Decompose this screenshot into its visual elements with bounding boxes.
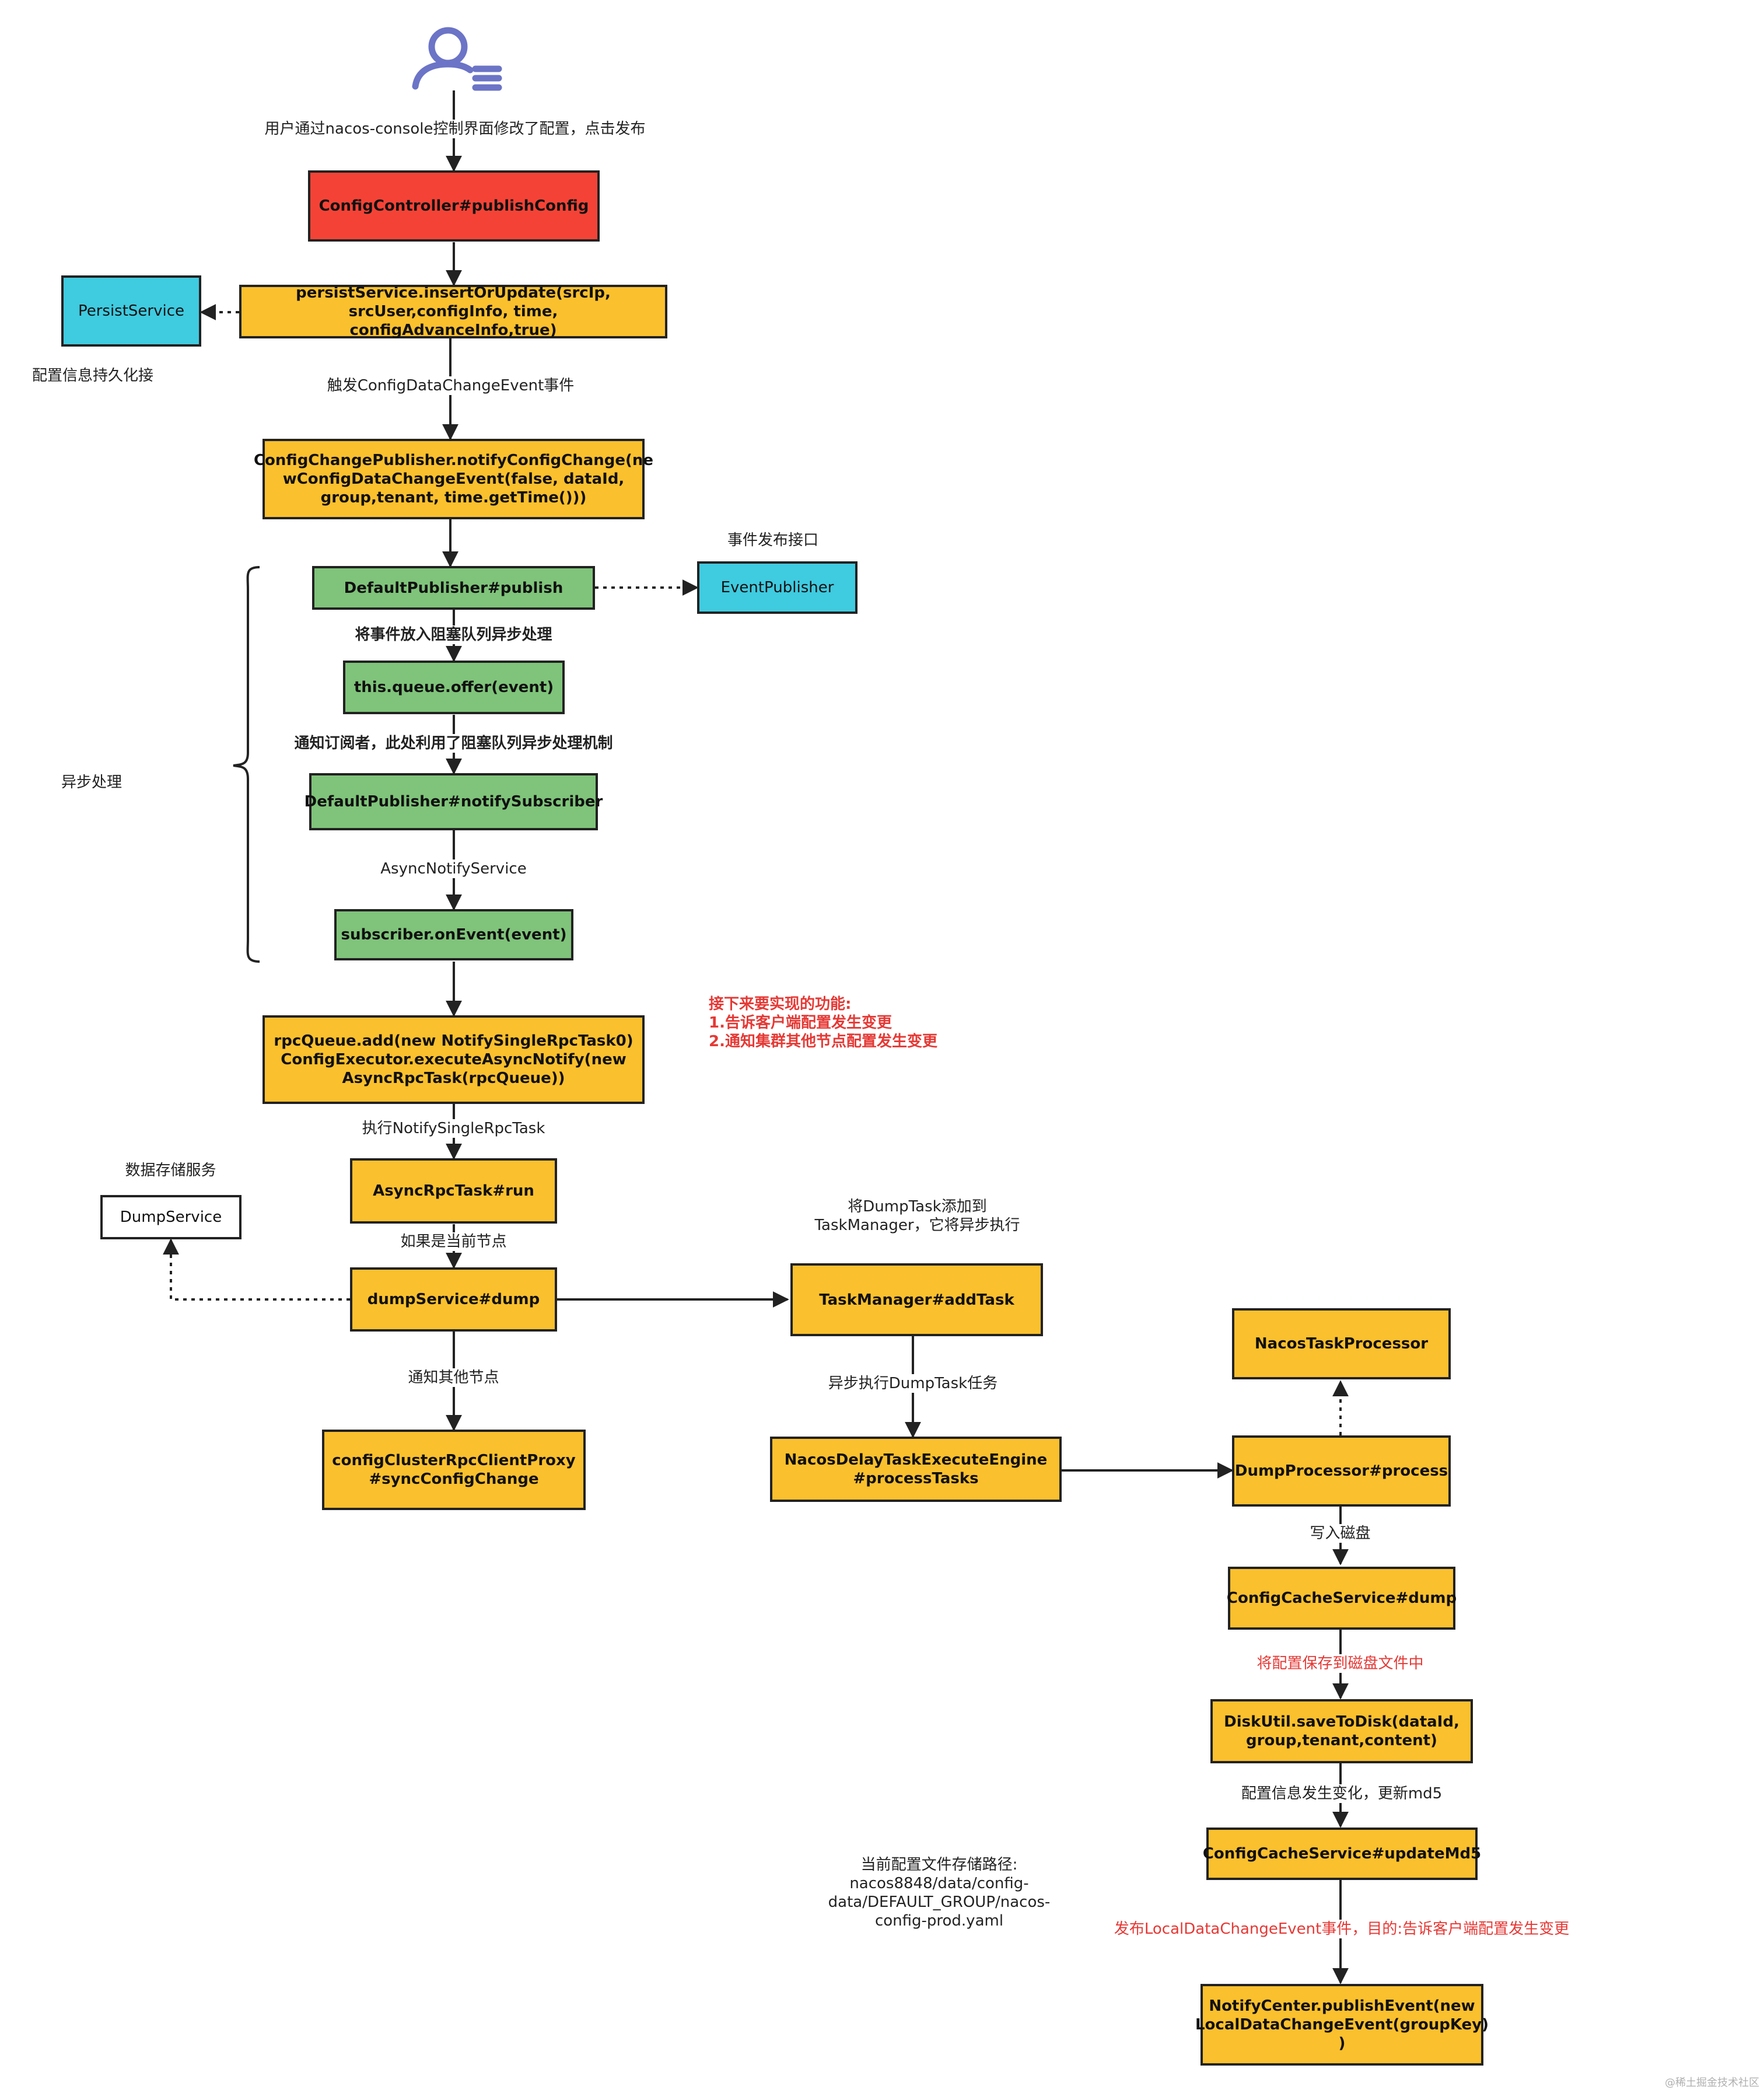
label-if-current-node: 如果是当前节点 [388,1232,519,1251]
label-md5-update: 配置信息发生变化，更新md5 [1234,1784,1450,1803]
label-save-to-disk-file: 将配置保存到磁盘文件中 [1245,1654,1435,1673]
label-event-interface: 事件发布接口 [727,532,818,549]
label-user-action: 用户通过nacos-console控制界面修改了配置，点击发布 [257,120,653,138]
insert-or-update-node: persistService.insertOrUpdate(srcIp, src… [239,284,667,339]
label-notify-other-nodes: 通知其他节点 [397,1368,510,1387]
user-list-icon [402,23,508,93]
async-brace [233,566,260,963]
label-notify-subscribers: 通知订阅者，此处利用了阻塞队列异步处理机制 [274,734,633,753]
nacos-task-processor-node: NacosTaskProcessor [1232,1308,1451,1379]
label-persist-note: 配置信息持久化接 [32,367,154,385]
publish-config-node: ConfigController#publishConfig [308,170,600,242]
rpc-queue-add-node: rpcQueue.add(new NotifySingleRpcTask0) C… [262,1015,645,1104]
persist-service-node: PersistService [61,275,201,347]
event-publisher-node: EventPublisher [697,561,858,614]
label-publish-local-event: 发布LocalDataChangeEvent事件，目的:告诉客户端配置发生变更 [1108,1920,1575,1938]
task-manager-add-node: TaskManager#addTask [790,1263,1043,1336]
on-event-node: subscriber.onEvent(event) [334,909,573,960]
delay-engine-node: NacosDelayTaskExecuteEngine #processTask… [770,1437,1062,1502]
save-to-disk-node: DiskUtil.saveToDisk(dataId, group,tenant… [1210,1699,1473,1763]
dump-processor-node: DumpProcessor#process [1232,1435,1451,1507]
label-exec-notify-task: 执行NotifySingleRpcTask [359,1119,548,1138]
dump-service-node: DumpService [100,1195,242,1239]
label-queue-async: 将事件放入阻塞队列异步处理 [327,626,580,644]
queue-offer-node: this.queue.offer(event) [343,661,565,714]
notify-config-change-node: ConfigChangePublisher.notifyConfigChange… [254,439,653,519]
label-async-notify-service: AsyncNotifyService [373,859,534,878]
update-md5-node: ConfigCacheService#updateMd5 [1203,1828,1481,1880]
cluster-proxy-node: configClusterRpcClientProxy #syncConfigC… [322,1430,586,1510]
label-add-dump-task: 将DumpTask添加到 TaskManager，它将异步执行 [814,1198,1020,1234]
label-storage-path: 当前配置文件存储路径: nacos8848/data/config- data/… [828,1856,1051,1930]
notify-center-node: NotifyCenter.publishEvent(new LocalDataC… [1195,1984,1489,2066]
dump-service-dump-node: dumpService#dump [350,1267,557,1332]
default-publisher-publish-node: DefaultPublisher#publish [312,566,595,610]
async-rpc-run-node: AsyncRpcTask#run [350,1158,557,1224]
edge-dump-to-dumpservice [163,1238,350,1301]
label-async-exec-dump-task: 异步执行DumpTask任务 [820,1374,1006,1393]
notify-subscriber-node: DefaultPublisher#notifySubscriber [304,773,603,830]
label-async-processing: 异步处理 [61,774,123,791]
label-next-features: 接下来要实现的功能: 1.告诉客户端配置发生变更 2.通知集群其他节点配置发生变… [709,995,937,1050]
label-trigger-event: 触发ConfigDataChangeEvent事件 [315,376,586,395]
label-write-disk: 写入磁盘 [1304,1524,1377,1543]
watermark: @稀土掘金技术社区 [1665,2077,1759,2089]
label-data-storage-service: 数据存储服务 [125,1162,216,1179]
cache-dump-node: ConfigCacheService#dump [1227,1567,1457,1630]
